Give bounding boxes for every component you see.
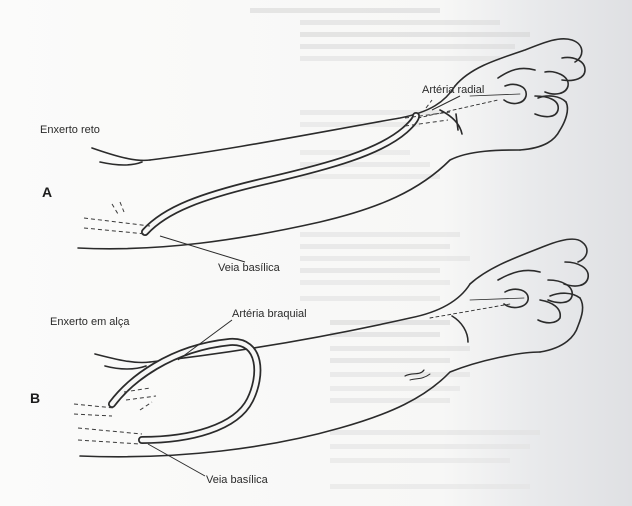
basilic-vein-label-b: Veia basílica <box>206 474 269 486</box>
radial-artery-label: Artéria radial <box>422 84 484 96</box>
panel-a-letter: A <box>42 184 52 200</box>
brachial-artery-label: Artéria braquial <box>232 308 307 320</box>
straight-graft-label: Enxerto reto <box>40 124 100 136</box>
forearm-a-illustration <box>78 39 585 249</box>
panel-a: A Enxerto reto Artéria radial Veia basíl… <box>40 39 585 274</box>
basilic-vein-label-a: Veia basílica <box>218 262 281 274</box>
bleed-through-texture <box>250 8 540 489</box>
panel-b-letter: B <box>30 390 40 406</box>
loop-graft-label: Enxerto em alça <box>50 316 130 328</box>
